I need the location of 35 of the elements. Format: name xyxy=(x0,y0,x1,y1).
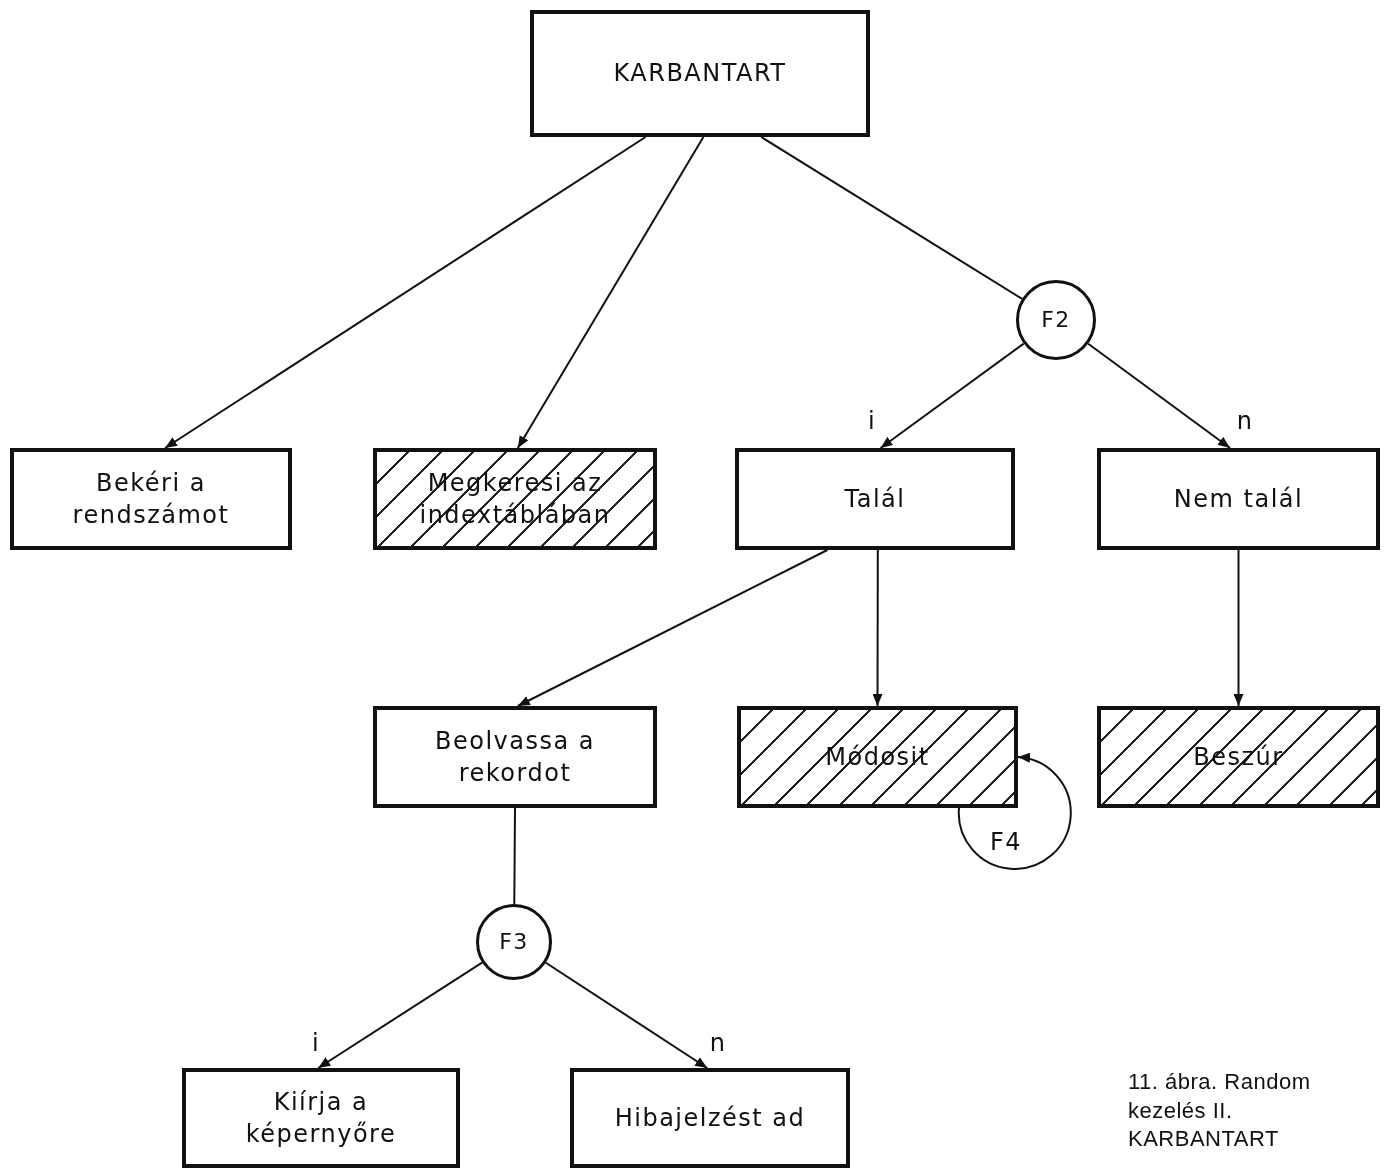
arrow xyxy=(516,549,829,707)
process-box xyxy=(530,10,870,137)
figure-caption: 11. ábra. Random kezelés II. KARBANTART xyxy=(1128,1068,1312,1154)
hatched-process-box xyxy=(1097,706,1380,808)
process-box xyxy=(1097,448,1380,550)
edge-label: i xyxy=(866,407,878,435)
edge-label: i xyxy=(310,1029,322,1057)
process-box xyxy=(735,448,1015,550)
arrow xyxy=(1233,549,1244,707)
node-label: Bekéri a rendszámot xyxy=(71,467,231,531)
process-box xyxy=(570,1068,850,1168)
node-label: F2 xyxy=(1041,306,1071,335)
connector-line xyxy=(513,807,516,905)
process-box xyxy=(373,706,657,808)
process-box xyxy=(10,448,292,550)
process-box xyxy=(182,1068,460,1168)
arrow xyxy=(1087,342,1231,449)
node-label: F3 xyxy=(499,928,529,957)
node-label: Kiírja a képernyőre xyxy=(244,1086,398,1150)
arrow xyxy=(164,136,647,449)
edge-label: n xyxy=(708,1029,728,1057)
arrow xyxy=(879,342,1025,449)
node-label: Nem talál xyxy=(1173,483,1304,515)
node-label: Beolvassa a rekordot xyxy=(433,725,596,789)
connector-line xyxy=(760,136,1023,300)
node-label: Talál xyxy=(844,483,906,515)
arrow xyxy=(872,549,883,707)
node-label: KARBANTART xyxy=(613,58,787,90)
hatched-process-box xyxy=(737,706,1018,808)
loop-arrow xyxy=(957,753,1072,870)
arrow xyxy=(544,961,709,1069)
arrow xyxy=(317,961,484,1069)
node-label: Hibajelzést ad xyxy=(614,1102,806,1134)
edge-label: n xyxy=(1235,407,1255,435)
arrow xyxy=(516,136,705,449)
